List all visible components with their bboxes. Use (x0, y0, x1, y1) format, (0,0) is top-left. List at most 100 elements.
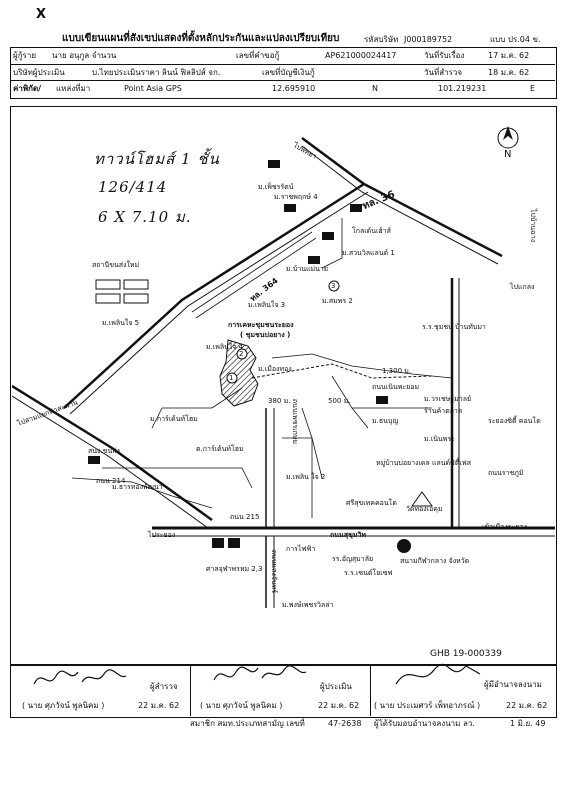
loan-no-label: เลขที่คำขอกู้ (236, 51, 280, 60)
label-road-215: ถนน 215 (230, 513, 260, 521)
loan-no: AP621000024417 (325, 51, 397, 60)
longitude: 101.219231 (438, 84, 487, 93)
note-number: 126/414 (98, 178, 168, 196)
label-bus-station: สถานีขนส่งใหม่ (92, 261, 140, 269)
north-arrow-icon (497, 126, 519, 149)
house-icons (88, 160, 388, 548)
info-box (10, 47, 557, 99)
delegate-date: 1 มิ.ย. 49 (510, 719, 546, 728)
label-village-house: หมู่บ้านบ่อยางเดล แลนด์ซิตี้เฟส (376, 459, 471, 467)
label-somphon: ม.สมพร 2 (322, 297, 353, 305)
label-suanwiland: ม.สวนวิลแลนด์ 1 (342, 249, 395, 257)
label-saeng-chan: ถนนแสงจันทร์ (270, 549, 279, 594)
authority-date: 22 ม.ค. 62 (506, 701, 548, 710)
label-ratchaphruek: ม.ราชพฤกษ์ 4 (274, 193, 318, 201)
authority-name: ( นาย ประเมศวร์ เพ็ทอาภรณ์ ) (374, 701, 481, 710)
label-ban-niphon: ม.เนินพระ (424, 435, 455, 443)
company-label: บริษัทผู้ประเมิน (13, 68, 65, 77)
authority-role: ผู้มีอำนาจลงนาม (484, 680, 542, 689)
label-sukhumvit: ถนนสุขุมวิท (330, 531, 367, 539)
label-ban-rung: ม.ธนบุญ (372, 417, 399, 425)
label-dist-380: 380 ม. (268, 397, 291, 405)
label-housing-sub: ( ชุมชนบ่อยาง ) (240, 331, 291, 339)
vertical-road-middle (265, 408, 275, 608)
company-name: บ.ไทยประเมินราคา ลินน์ ฟิลลิปส์ จก. (92, 68, 221, 77)
parcel-marker-2 (236, 348, 248, 360)
label-market: ม.พงษ์เพชรวิลล่า (282, 601, 334, 609)
appraiser-signature (213, 665, 307, 681)
label-garden-home: ต.การ์เด้นท์โฮม (196, 445, 244, 453)
surveyor-role: ผู้สำรวจ (150, 682, 178, 691)
label-phlernjai2: ม.เพลิน ใจ 2 (286, 473, 326, 481)
document-title: แบบเขียนแผนที่สังเขปแสดงที่ตั้งหลักประกั… (62, 33, 340, 44)
info-divider (10, 80, 555, 81)
label-phetcharat: ม.เพ็ชรรัตน์ (258, 183, 294, 191)
appraiser-name: ( นาย ศุภวัจน์ พูลนิคม ) (200, 701, 283, 710)
borrower-label: ผู้กู้ราย (13, 51, 37, 60)
borrower-name: นาย อนุกูล จำนวน (52, 51, 117, 60)
authority-signature (395, 663, 481, 685)
map-frame (10, 106, 557, 666)
location-map (12, 126, 555, 608)
survey-label: วันที่สำรวจ (424, 68, 463, 77)
label-ban-mae-nai: ม.บ้านแม่นาย (286, 265, 328, 273)
label-rayong-ruksa: ถนนราชภูมิ (488, 469, 524, 477)
gps-source: Point Asia GPS (124, 84, 182, 93)
label-bueng: ม.ธารทองพัฒนา (112, 483, 163, 491)
survey-date: 18 ม.ค. 62 (488, 68, 530, 77)
note-size: 6 X 7.10 ม. (98, 208, 192, 226)
received-label: วันที่รับเรื่อง (424, 51, 465, 60)
signature-box (10, 664, 557, 718)
received-date: 17 ม.ค. 62 (488, 51, 530, 60)
delegate-label: ผู้ได้รับมอบอำนาจลงนาม ลว. (374, 719, 475, 728)
label-north: N (504, 149, 512, 160)
bus-icons (95, 279, 149, 304)
label-to-rayong-town: เข้าเมืองระยอง (482, 523, 527, 531)
label-wat-nam-rong: ม.วรเชษฐ์มาลย์ (424, 395, 472, 403)
label-golden-house: โกลเด้นเฮ้าส์ (352, 227, 391, 235)
sukhumvit-road (152, 526, 555, 537)
label-nong-phai: ถนนเนินพะยอม (372, 383, 420, 391)
label-road-214: ถนน 214 (96, 477, 126, 485)
label-to-rayong: ไประยอง (148, 531, 176, 539)
info-divider (10, 64, 555, 65)
label-electricity: การไฟฟ้า (286, 545, 316, 553)
label-hospital: ศาลจุฬาพรหม 2,3 (206, 565, 263, 573)
label-stadium: สนามกีฬากลาง จังหวัด (400, 557, 470, 565)
label-marker-1: 1 (229, 374, 234, 382)
longitude-dir: E (530, 84, 536, 93)
latitude-dir: N (372, 84, 378, 93)
label-housing-authority: การเคหะชุมชนระยอง (228, 321, 294, 329)
label-rayong-condo: ระยองซิตี้ คอนโด (488, 417, 541, 425)
label-dist-500: 500 ม. (328, 397, 351, 405)
label-shop: ร.ร.เซนต์โยเซฟ (344, 569, 393, 577)
label-phlernjai5: ม.เพลินใจ 5 (102, 319, 140, 327)
account-label: เลขที่บัญชีเงินกู้ (262, 68, 315, 77)
label-kan-phai: ร้านค้าตลาด (424, 407, 463, 415)
label-phlernjai3: ม.เพลินใจ 3 (248, 301, 286, 309)
label-marker-3: 3 (331, 282, 336, 290)
doc-no-label: รหัสบริษัท (364, 35, 399, 44)
highway-36 (301, 136, 503, 265)
appraiser-role: ผู้ประเมิน (320, 682, 352, 691)
appraiser-date: 22 ม.ค. 62 (318, 701, 360, 710)
reference-number: GHB 19-000339 (430, 649, 502, 659)
doc-no: J000189752 (404, 35, 453, 44)
label-kasem: ม.การ์เด้นท์โฮม (150, 415, 198, 423)
member-label: สมาชิก สมท.ประเภทสามัญ เลขที่ (190, 719, 305, 728)
rail-strip (191, 231, 317, 319)
latitude: 12.695910 (272, 84, 316, 93)
label-wat-khuang: วัดทองเอคุม (406, 505, 443, 513)
signature-divider (370, 664, 371, 716)
vertical-road-right (450, 278, 460, 528)
parcel-marker-3 (328, 280, 340, 292)
surveyor-signature (33, 669, 127, 685)
label-phet-road: ถนนเพชรเกษม (291, 398, 300, 445)
roundabout-icon (397, 539, 411, 553)
label-school2: รร.อัญสุมาลัย (332, 555, 374, 563)
label-to-klaeng: ไปแกลง (510, 283, 535, 291)
label-mueang-thong: ม.เมืองทอง (258, 365, 292, 373)
label-marker-2: 2 (239, 350, 244, 358)
label-dist-1300: 1,300 ม. (382, 367, 412, 375)
form-code: แบบ ปร.04 ข. (490, 35, 541, 44)
